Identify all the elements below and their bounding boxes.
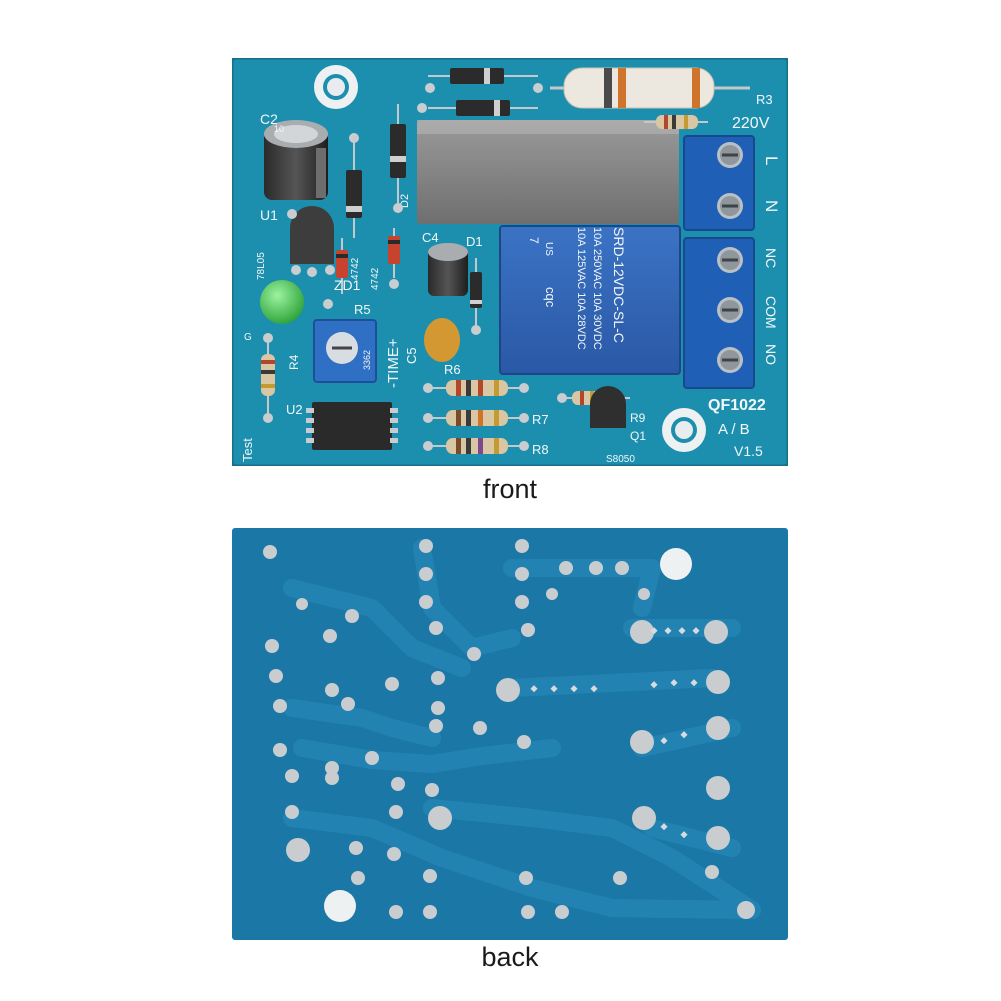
transistor-q1 bbox=[590, 386, 626, 428]
pcb-front-board: SRD-12VDC-SL-C 10A 250VAC 10A 30VDC 10A … bbox=[232, 58, 788, 466]
label-r8: R8 bbox=[532, 442, 549, 457]
diode-near-c2 bbox=[346, 138, 362, 238]
terminal-label-com: COM bbox=[763, 296, 779, 329]
board-variant: A / B bbox=[718, 421, 750, 438]
relay-us-text: US bbox=[543, 242, 554, 256]
relay-rating-text-1: 10A 250VAC 10A 30VDC bbox=[591, 227, 603, 350]
front-caption: front bbox=[482, 474, 538, 504]
zener-diode-1 bbox=[336, 238, 348, 294]
label-zd1: ZD1 bbox=[334, 277, 361, 293]
relay-cert-text: cqc bbox=[543, 287, 558, 308]
label-78l05: 78L05 bbox=[256, 252, 267, 280]
zener-marking-1: 4742 bbox=[350, 257, 361, 280]
resistor-r7 bbox=[428, 410, 524, 426]
terminal-block-relay bbox=[683, 237, 755, 389]
mounting-hole-top-left bbox=[314, 65, 358, 109]
front-solder-pads bbox=[263, 83, 567, 451]
label-q1: Q1 bbox=[630, 429, 646, 443]
label-s8050: S8050 bbox=[606, 454, 635, 465]
resistor-r8 bbox=[428, 438, 524, 454]
capacitor-c5 bbox=[424, 318, 460, 362]
zener-marking-2: 4742 bbox=[370, 267, 381, 290]
label-r9: R9 bbox=[630, 411, 646, 425]
label-u1: U1 bbox=[260, 207, 278, 223]
board-id: QF1022 bbox=[708, 397, 766, 414]
back-solder-pads bbox=[263, 539, 755, 919]
label-g: G bbox=[244, 332, 252, 343]
trimmer-potentiometer bbox=[313, 319, 377, 383]
diode-top-2 bbox=[428, 100, 538, 116]
label-time: -TIME+ bbox=[385, 338, 402, 388]
label-r3: R3 bbox=[756, 92, 773, 107]
label-u2: U2 bbox=[286, 402, 303, 417]
zener-diode-2 bbox=[388, 228, 400, 278]
pcb-back-board bbox=[232, 528, 788, 940]
mounting-hole-bottom-right bbox=[662, 408, 706, 452]
label-d1: D1 bbox=[466, 234, 483, 249]
diode-d1 bbox=[470, 258, 482, 328]
label-c5: C5 bbox=[404, 347, 419, 364]
capacitor-c2 bbox=[264, 120, 328, 200]
led-green bbox=[260, 280, 304, 324]
back-pad-diamonds bbox=[530, 627, 700, 839]
back-caption: back bbox=[481, 942, 539, 972]
diode-top-1 bbox=[428, 68, 538, 84]
diode-vertical-d2 bbox=[390, 104, 406, 208]
label-d2: D2 bbox=[399, 194, 411, 208]
terminal-block-power bbox=[683, 135, 755, 231]
transformer bbox=[417, 120, 679, 224]
resistor-r6 bbox=[428, 380, 524, 396]
label-r5: R5 bbox=[354, 302, 371, 317]
relay-model-text: SRD-12VDC-SL-C bbox=[611, 227, 627, 343]
resistor-small-top bbox=[644, 115, 708, 129]
label-220v: 220V bbox=[732, 115, 770, 132]
resistor-r4 bbox=[261, 338, 275, 418]
label-c2: C2 bbox=[260, 111, 278, 127]
terminal-label-l: L bbox=[762, 156, 781, 165]
mounting-hole-back-top-right bbox=[660, 548, 692, 580]
mounting-hole-back-bottom-left bbox=[324, 890, 356, 922]
capacitor-c2-marking: 10 bbox=[274, 124, 284, 134]
relay-rating-text-2: 10A 125VAC 10A 28VDC bbox=[575, 227, 587, 350]
label-test: Test bbox=[240, 438, 255, 462]
regulator-u1 bbox=[290, 206, 334, 264]
label-r7: R7 bbox=[532, 412, 549, 427]
label-r4: R4 bbox=[287, 354, 301, 370]
terminal-label-nc: NC bbox=[763, 248, 779, 268]
label-r6: R6 bbox=[444, 362, 461, 377]
terminal-label-n: N bbox=[762, 200, 781, 212]
capacitor-c4 bbox=[428, 243, 468, 296]
ic-u2 bbox=[306, 402, 398, 450]
relay-pin-number: 7 bbox=[527, 237, 541, 244]
board-version: V1.5 bbox=[734, 443, 763, 459]
relay bbox=[499, 225, 681, 375]
terminal-label-no: NO bbox=[763, 344, 779, 365]
resistor-r3 bbox=[550, 67, 750, 109]
label-c4: C4 bbox=[422, 230, 439, 245]
potentiometer-marking: 3362 bbox=[362, 350, 372, 370]
